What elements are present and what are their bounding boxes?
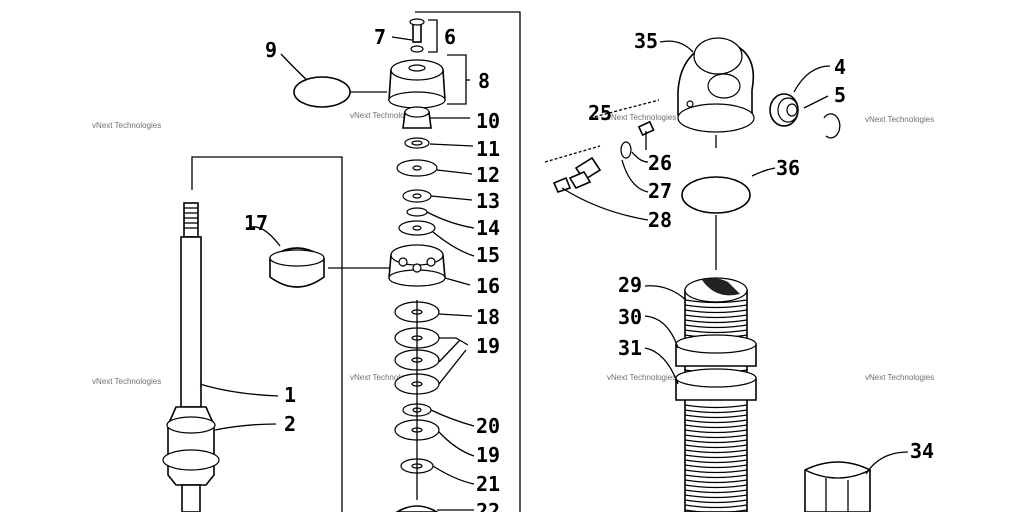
watermark: vNext Technologies xyxy=(92,121,161,130)
callout-1: 1 xyxy=(284,383,296,407)
thread-line xyxy=(684,459,748,464)
washer xyxy=(410,45,424,53)
shock-eyelet xyxy=(677,37,755,133)
lock-nut xyxy=(675,368,757,401)
thread-line xyxy=(684,474,748,479)
thread-line xyxy=(684,479,748,484)
callout-27: 27 xyxy=(648,179,672,203)
schrader-valve xyxy=(552,120,655,193)
spring-retainer xyxy=(804,461,871,512)
callout-30: 30 xyxy=(618,305,642,329)
thread-line xyxy=(684,304,748,309)
callout-16: 16 xyxy=(476,274,500,298)
body-threads xyxy=(684,299,748,512)
piston-band xyxy=(269,247,325,288)
thread-line xyxy=(684,404,748,409)
thread-line xyxy=(684,494,748,499)
callout-labels: 1 2 4 5 6 7 8 9 10 11 12 13 14 15 16 17 … xyxy=(244,25,934,512)
large-o-ring xyxy=(681,176,751,214)
callout-9: 9 xyxy=(265,38,277,62)
callout-25: 25 xyxy=(588,101,612,125)
callout-28: 28 xyxy=(648,208,672,232)
callout-8: 8 xyxy=(478,69,490,93)
thread-line xyxy=(684,444,748,449)
thread-line xyxy=(684,419,748,424)
callout-36: 36 xyxy=(776,156,800,180)
callout-10: 10 xyxy=(476,109,500,133)
thread-line xyxy=(684,499,748,504)
watermark: vNext Technologies xyxy=(350,111,419,120)
callout-35: 35 xyxy=(634,29,658,53)
callout-19: 19 xyxy=(476,443,500,467)
callout-5: 5 xyxy=(834,83,846,107)
thread-line xyxy=(684,469,748,474)
thread-line xyxy=(684,309,748,314)
thread-line xyxy=(684,449,748,454)
valve-stack xyxy=(388,18,446,512)
retaining-clip xyxy=(823,113,841,139)
thread-line xyxy=(684,299,748,304)
callout-22: 22 xyxy=(476,499,500,512)
thread-line xyxy=(684,329,748,334)
watermark: vNext Technologies xyxy=(865,373,934,382)
thread-line xyxy=(684,424,748,429)
thread-line xyxy=(684,414,748,419)
callout-7: 7 xyxy=(374,25,386,49)
bracket-lines xyxy=(191,11,521,512)
rod-bumper xyxy=(162,406,220,512)
piston-rod xyxy=(180,202,202,408)
callout-20: 20 xyxy=(476,414,500,438)
thread-line xyxy=(684,409,748,414)
callout-17: 17 xyxy=(244,211,268,235)
thread-line xyxy=(684,504,748,509)
thread-line xyxy=(684,439,748,444)
thread-line xyxy=(684,464,748,469)
watermark: vNext Technologies xyxy=(865,115,934,124)
thread-line xyxy=(684,319,748,324)
thread-line xyxy=(684,509,748,512)
watermark: vNext Technologies xyxy=(607,373,676,382)
callout-11: 11 xyxy=(476,137,500,161)
watermark: vNext Technologies xyxy=(350,373,419,382)
watermark: vNext Technologies xyxy=(92,377,161,386)
spring-adjuster-nut xyxy=(675,334,757,367)
callout-4: 4 xyxy=(834,55,846,79)
thread-line xyxy=(684,314,748,319)
callout-31: 31 xyxy=(618,336,642,360)
callout-15: 15 xyxy=(476,243,500,267)
callout-12: 12 xyxy=(476,163,500,187)
thread-line xyxy=(684,434,748,439)
watermark: vNext Technologies xyxy=(607,113,676,122)
callout-29: 29 xyxy=(618,273,642,297)
callout-26: 26 xyxy=(648,151,672,175)
thread-line xyxy=(684,489,748,494)
watermarks: vNext Technologies vNext Technologies vN… xyxy=(92,111,934,386)
thread-line xyxy=(684,324,748,329)
callout-14: 14 xyxy=(476,216,500,240)
bushing xyxy=(769,93,799,127)
callout-18: 18 xyxy=(476,305,500,329)
thread-line xyxy=(684,429,748,434)
o-ring xyxy=(293,76,351,108)
leader-lines xyxy=(199,19,909,511)
callout-34: 34 xyxy=(910,439,934,463)
thread-line xyxy=(684,484,748,489)
callout-13: 13 xyxy=(476,189,500,213)
callout-21: 21 xyxy=(476,472,500,496)
callout-2: 2 xyxy=(284,412,296,436)
thread-line xyxy=(684,454,748,459)
callout-6: 6 xyxy=(444,25,456,49)
callout-19: 19 xyxy=(476,334,500,358)
